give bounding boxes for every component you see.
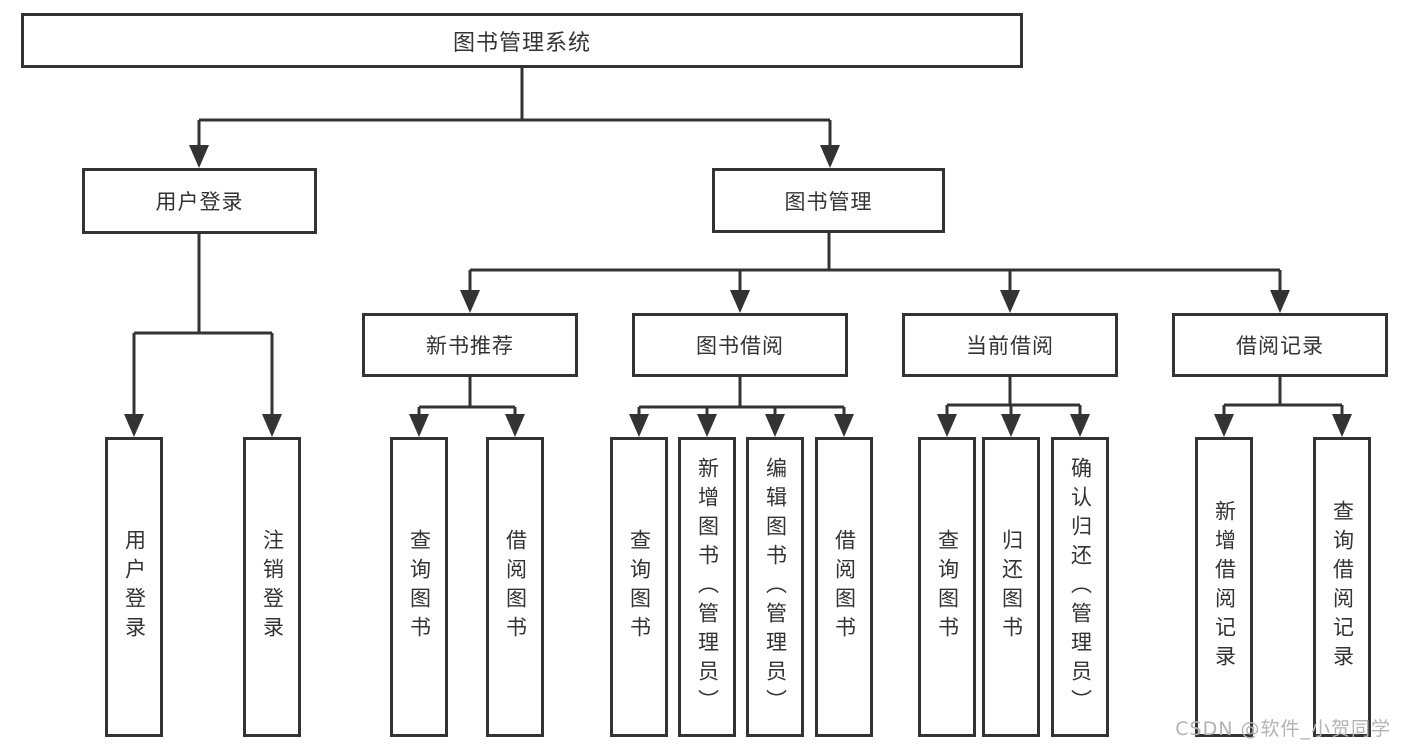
node-label: 归还图书 bbox=[999, 529, 1024, 645]
node-library-management-system: 图书管理系统 bbox=[21, 13, 1023, 68]
node-leaf-query-books-recommend: 查询图书 bbox=[390, 437, 448, 737]
csdn-watermark: CSDN @软件_小贺同学 bbox=[1175, 718, 1391, 740]
node-label: 新增借阅记录 bbox=[1212, 500, 1237, 674]
node-label: 图书借阅 bbox=[696, 334, 784, 358]
node-leaf-query-books-borrowing: 查询图书 bbox=[610, 437, 668, 737]
node-label: 图书管理系统 bbox=[452, 30, 591, 56]
connector-segments bbox=[132, 68, 1344, 419]
node-leaf-query-borrow-record: 查询借阅记录 bbox=[1313, 437, 1371, 737]
node-leaf-return-books: 归还图书 bbox=[982, 437, 1040, 737]
node-label: 确认归还（管理员） bbox=[1068, 456, 1093, 718]
node-label: 借阅图书 bbox=[832, 529, 857, 645]
node-label: 借阅图书 bbox=[503, 529, 528, 645]
node-label: 注销登录 bbox=[260, 529, 285, 645]
node-label: 用户登录 bbox=[122, 529, 147, 645]
node-label: 查询图书 bbox=[407, 529, 432, 645]
node-leaf-borrow-books-borrowing: 借阅图书 bbox=[815, 437, 873, 737]
node-leaf-user-login: 用户登录 bbox=[105, 437, 163, 737]
node-leaf-borrow-books-recommend: 借阅图书 bbox=[486, 437, 544, 737]
node-new-book-recommendation: 新书推荐 bbox=[362, 313, 578, 377]
node-user-login: 用户登录 bbox=[82, 168, 317, 234]
node-borrowing-records: 借阅记录 bbox=[1172, 313, 1388, 377]
node-label: 查询图书 bbox=[935, 529, 960, 645]
node-current-borrowing: 当前借阅 bbox=[902, 313, 1118, 377]
node-label: 图书管理 bbox=[784, 189, 873, 214]
node-leaf-add-borrow-record: 新增借阅记录 bbox=[1195, 437, 1253, 737]
node-label: 查询借阅记录 bbox=[1330, 500, 1355, 674]
node-label: 新书推荐 bbox=[426, 334, 514, 358]
arrowheads bbox=[124, 145, 1352, 437]
node-label: 编辑图书（管理员） bbox=[763, 456, 788, 718]
node-label: 借阅记录 bbox=[1236, 334, 1324, 358]
node-leaf-confirm-return-admin: 确认归还（管理员） bbox=[1051, 437, 1109, 737]
node-label: 查询图书 bbox=[627, 529, 652, 645]
node-leaf-logout: 注销登录 bbox=[243, 437, 301, 737]
node-label: 用户登录 bbox=[155, 190, 244, 214]
node-label: 当前借阅 bbox=[966, 334, 1054, 358]
node-book-management: 图书管理 bbox=[712, 168, 945, 233]
node-leaf-edit-book-admin: 编辑图书（管理员） bbox=[746, 437, 804, 737]
node-leaf-add-book-admin: 新增图书（管理员） bbox=[678, 437, 736, 737]
node-label: 新增图书（管理员） bbox=[695, 456, 720, 718]
node-book-borrowing: 图书借阅 bbox=[632, 313, 848, 377]
node-leaf-query-books-current: 查询图书 bbox=[918, 437, 976, 737]
